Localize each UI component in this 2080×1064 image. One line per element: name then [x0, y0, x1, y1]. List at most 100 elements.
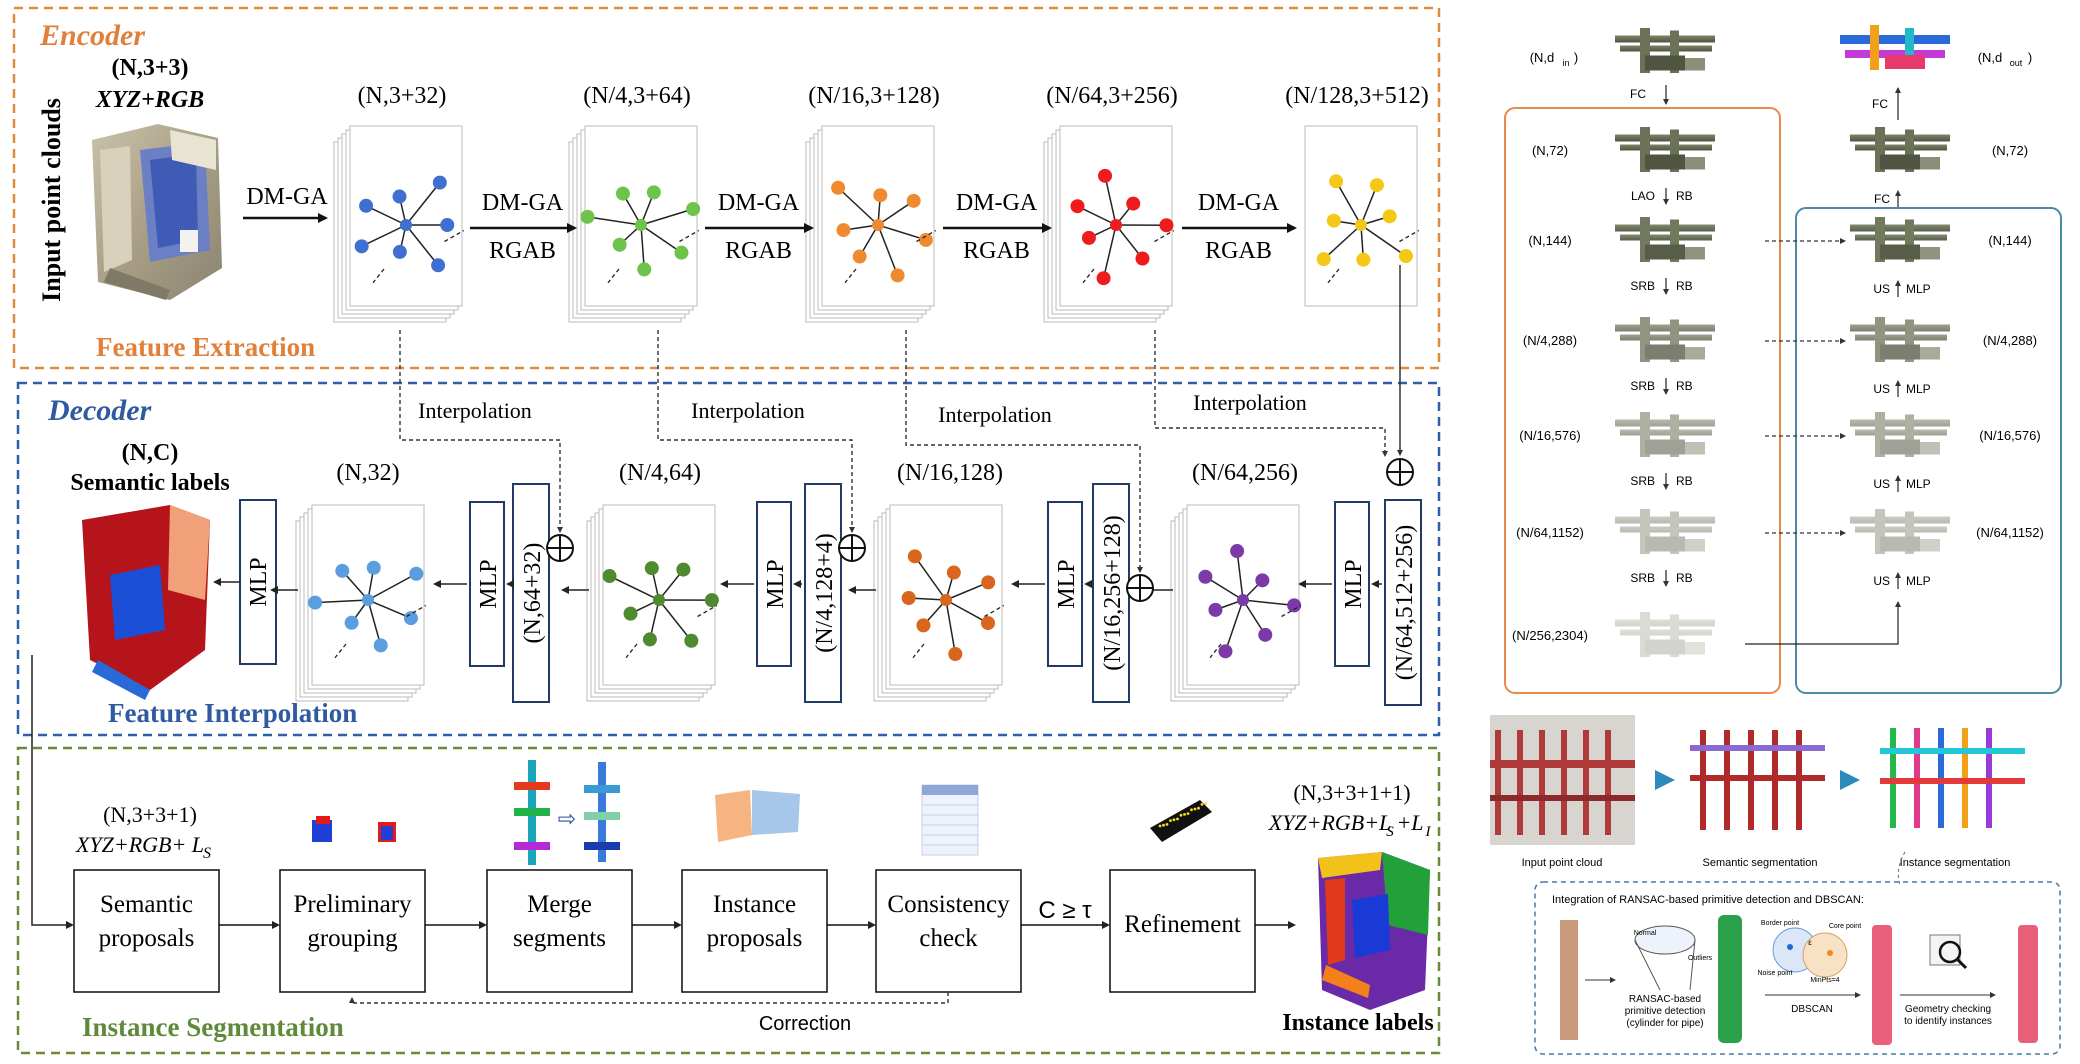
decoder-mlp-label: MLP	[1341, 559, 1367, 608]
pipe-instance-pink	[1872, 925, 1892, 1045]
graph-center	[1237, 594, 1249, 606]
graph-node	[1198, 570, 1212, 584]
right-caption: Input point cloud	[1522, 857, 1603, 869]
icon-part	[1194, 808, 1197, 811]
decoder-title: Decoder	[47, 394, 152, 427]
icon-part	[1180, 814, 1183, 817]
tiny-label: Border point	[1761, 920, 1799, 927]
consistency-condition: C ≥ τ	[1038, 897, 1092, 924]
pipe-cloud-thumb	[1615, 412, 1715, 457]
decoder-output-label: Semantic labels	[70, 470, 229, 496]
right-right-op: MLP	[1906, 574, 1931, 588]
icon-part	[1173, 818, 1176, 821]
decoder-concat-label: (N/4,128+4)	[812, 533, 838, 653]
pipe-part	[1880, 245, 1920, 260]
graph-node	[1317, 252, 1331, 266]
pipe-instance-raw	[1560, 920, 1578, 1040]
semantic-labels-image	[82, 505, 210, 700]
icon-part	[1166, 823, 1169, 826]
pipe-part	[1615, 36, 1715, 43]
input-room-image	[92, 124, 222, 300]
right-caption: Instance segmentation	[1900, 857, 2011, 869]
tiny-label: Outliers	[1688, 955, 1713, 962]
refinement-icon	[1150, 800, 1212, 842]
pipe-part	[1880, 155, 1920, 170]
right-right-op: US	[1873, 477, 1890, 491]
encoder-op-top: DM-GA	[482, 190, 564, 216]
pipe-part	[1615, 420, 1715, 427]
oplus-symbol	[1127, 575, 1153, 601]
encoder-op-bottom: RGAB	[963, 238, 1030, 264]
right-right-op: US	[1873, 382, 1890, 396]
preliminary-grouping-icon	[312, 816, 396, 842]
graph-node	[613, 238, 627, 252]
output-desc-sub1: S	[1386, 824, 1394, 840]
right-right-op: MLP	[1906, 477, 1931, 491]
instance-input-sub: S	[203, 845, 211, 862]
graph-node	[1356, 253, 1370, 267]
pipe-part	[1880, 440, 1920, 455]
right-instance-seg-image	[1880, 728, 2025, 828]
graph-center	[1110, 219, 1122, 231]
graph-node	[1230, 544, 1244, 558]
first-op-label: DM-GA	[246, 184, 328, 210]
right-right-shape: (N/64,1152)	[1976, 525, 2044, 540]
graph-node	[392, 190, 406, 204]
pipe-cloud-thumb	[1850, 127, 1950, 172]
encoder-stage-shape: (N,3+32)	[358, 83, 447, 109]
right-left-op: SRB	[1630, 474, 1655, 488]
img-part	[1490, 795, 1635, 801]
pipe-part	[1855, 335, 1947, 341]
right-left-shape: (N/4,288)	[1523, 333, 1577, 348]
icon-part	[1201, 803, 1204, 806]
right-bottleneck-arrow	[1745, 602, 1898, 644]
geom-label: to identify instances	[1904, 1016, 1992, 1027]
graph-node	[686, 202, 700, 216]
encoder-stage-shape: (N/4,3+64)	[583, 83, 691, 109]
graph-node	[676, 563, 690, 577]
graph-node	[616, 187, 630, 201]
pipe-part	[1620, 335, 1712, 341]
pipe-cloud-thumb	[1850, 317, 1950, 362]
correction-label: Correction	[759, 1013, 851, 1035]
pipe-part	[1620, 46, 1712, 52]
tiny-label: Normal	[1634, 930, 1657, 937]
right-input-point-cloud-image	[1490, 715, 1635, 845]
graph-node	[1098, 169, 1112, 183]
instance-step-label: Merge	[527, 891, 592, 918]
img-part	[1880, 778, 2025, 784]
pipe-part	[1920, 247, 1940, 260]
right-left-shape: (N,144)	[1528, 233, 1571, 248]
img-part	[1690, 775, 1825, 781]
encoder-footer: Feature Extraction	[96, 332, 315, 362]
icon-part	[584, 785, 620, 793]
graph-node	[404, 611, 418, 625]
graph-node	[1070, 199, 1084, 213]
right-top-right-close: )	[2028, 50, 2032, 65]
graph-node	[645, 561, 659, 575]
graph-node	[831, 181, 845, 195]
pipe-instance-final	[2018, 925, 2038, 1043]
stack-sheet	[350, 126, 462, 306]
graph-node	[1383, 209, 1397, 223]
pipe-part	[1645, 640, 1685, 655]
pipe-cloud-thumb	[1615, 509, 1715, 554]
pipe-cloud-thumb	[1850, 217, 1950, 262]
right-left-shape: (N,72)	[1532, 143, 1568, 158]
right-semantic-seg-image	[1690, 730, 1825, 830]
pipe-part	[1645, 56, 1685, 71]
right-left-shape: (N/256,2304)	[1512, 628, 1588, 643]
graph-node	[1159, 218, 1173, 232]
graph-node	[837, 223, 851, 237]
graph-node	[705, 593, 719, 607]
interpolation-label: Interpolation	[938, 402, 1052, 427]
encoder-op-top: DM-GA	[956, 190, 1038, 216]
dbscan-label: DBSCAN	[1791, 1004, 1833, 1015]
graph-node	[1255, 573, 1269, 587]
decoder-footer: Feature Interpolation	[108, 698, 357, 728]
encoder-op-bottom: RGAB	[1205, 238, 1272, 264]
